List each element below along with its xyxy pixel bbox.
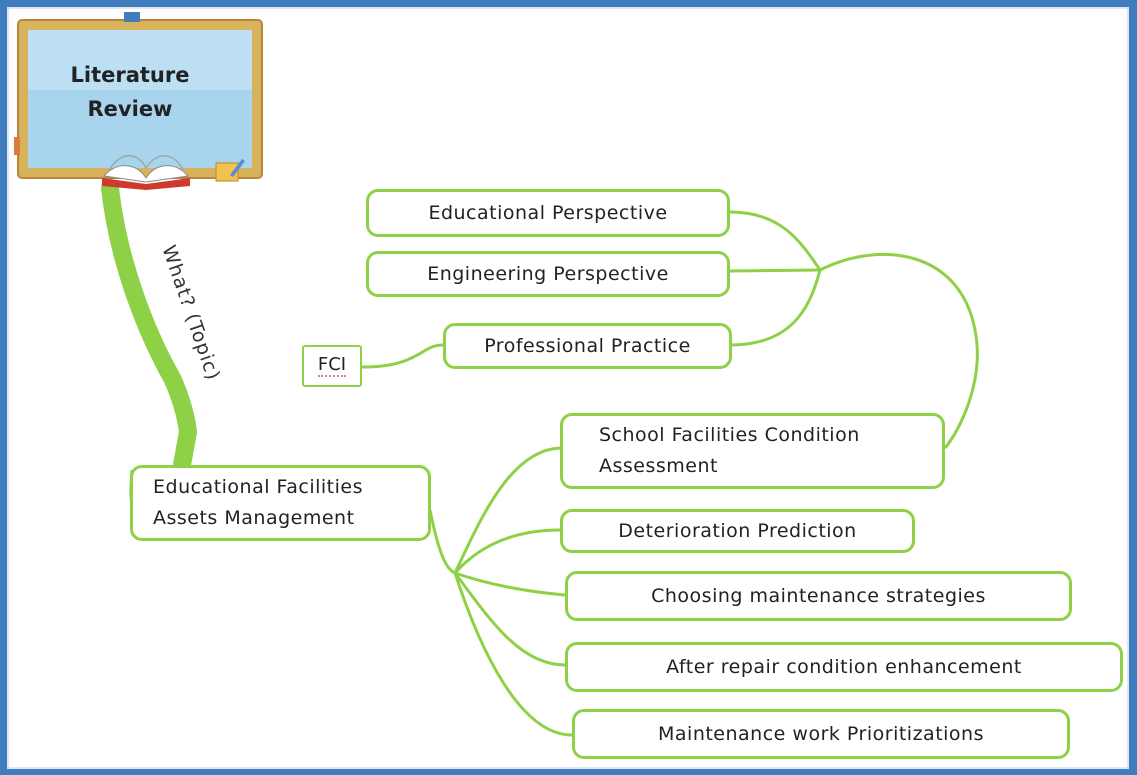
node-label: After repair condition enhancement xyxy=(666,656,1022,678)
node-engineering-perspective[interactable]: Engineering Perspective xyxy=(366,251,730,297)
branch-choosing xyxy=(454,571,566,597)
node-label: Engineering Perspective xyxy=(427,263,669,285)
inner-frame xyxy=(7,7,1129,769)
branch-to-assessment xyxy=(819,253,979,449)
node-fci[interactable]: FCI xyxy=(302,345,362,387)
pencil-note-icon xyxy=(215,159,245,182)
node-label-line-2: Assessment xyxy=(599,455,718,477)
branch-engineering xyxy=(729,268,821,273)
node-label: Maintenance work Prioritizations xyxy=(658,723,984,745)
branch-educational xyxy=(729,210,822,271)
node-label: Choosing maintenance strategies xyxy=(651,585,986,607)
node-label: FCI xyxy=(317,354,347,377)
root-node-line-1: Educational Facilities xyxy=(153,476,363,498)
node-school-facilities-condition-assessment[interactable]: School Facilities Condition Assessment xyxy=(560,413,945,489)
node-label: Educational Perspective xyxy=(428,202,668,224)
diagram-title: Literature Review xyxy=(40,58,220,126)
branch-fci xyxy=(361,343,444,369)
branch-prioritizations xyxy=(453,572,573,737)
chalkboard-icon xyxy=(14,12,263,179)
node-educational-perspective[interactable]: Educational Perspective xyxy=(366,189,730,237)
title-line-2: Review xyxy=(87,97,173,121)
branch-professional xyxy=(729,269,822,347)
branch-after-repair xyxy=(453,572,566,667)
root-node[interactable]: Educational Facilities Assets Management xyxy=(130,465,431,541)
node-label: Professional Practice xyxy=(484,335,691,357)
node-label-line-1: School Facilities Condition xyxy=(599,424,860,446)
open-book-icon xyxy=(102,155,190,190)
node-label: Deterioration Prediction xyxy=(618,520,857,542)
node-deterioration-prediction[interactable]: Deterioration Prediction xyxy=(560,509,915,553)
title-line-1: Literature xyxy=(70,63,190,87)
root-node-line-2: Assets Management xyxy=(153,507,355,529)
trunk-connector xyxy=(101,179,198,474)
node-professional-practice[interactable]: Professional Practice xyxy=(443,323,732,369)
node-after-repair-condition-enhancement[interactable]: After repair condition enhancement xyxy=(565,642,1123,692)
node-choosing-maintenance-strategies[interactable]: Choosing maintenance strategies xyxy=(565,571,1072,621)
branch-school-facilities xyxy=(428,446,561,575)
branch-deterioration xyxy=(453,528,561,574)
node-maintenance-work-prioritizations[interactable]: Maintenance work Prioritizations xyxy=(572,709,1070,759)
